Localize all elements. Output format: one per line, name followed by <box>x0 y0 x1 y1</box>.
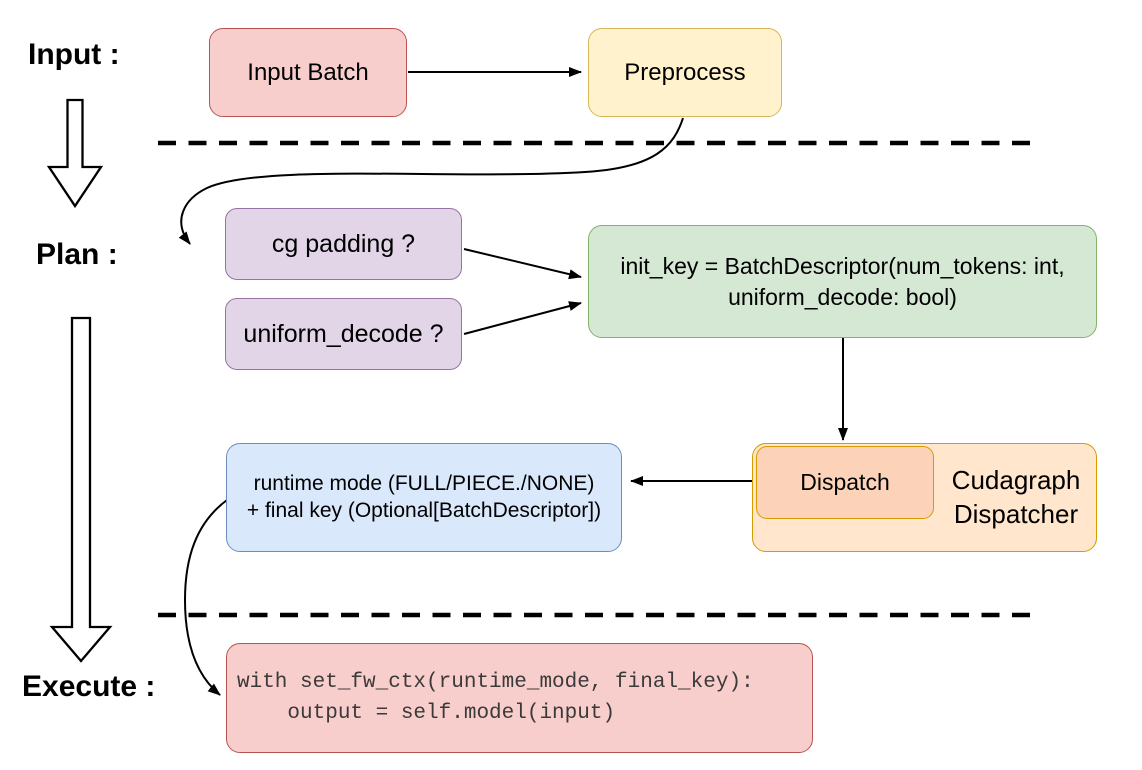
node-init-key-line2: uniform_decode: bool) <box>728 283 957 310</box>
node-uniform-decode: uniform_decode ? <box>225 298 462 370</box>
stage-label-plan: Plan : <box>36 238 118 271</box>
node-dispatch-label: Dispatch <box>800 469 890 495</box>
node-cudagraph-dispatcher-label: Cudagraph Dispatcher <box>934 444 1098 551</box>
node-cudagraph-dispatcher: Dispatch Cudagraph Dispatcher <box>752 443 1097 552</box>
node-execute-code: with set_fw_ctx(runtime_mode, final_key)… <box>226 643 813 753</box>
node-input-batch: Input Batch <box>209 28 407 117</box>
execute-code-line2: output = self.model(input) <box>237 702 616 725</box>
stage-label-execute: Execute : <box>22 670 156 703</box>
stage-label-input: Input : <box>28 38 120 71</box>
node-preprocess-label: Preprocess <box>624 58 746 86</box>
node-runtime-result: runtime mode (FULL/PIECE./NONE) + final … <box>226 443 622 552</box>
stage-arrow-plan-to-execute-icon <box>49 316 113 663</box>
node-init-key-line1: init_key = BatchDescriptor(num_tokens: i… <box>620 252 1065 279</box>
node-input-batch-label: Input Batch <box>247 58 369 86</box>
connector-uniformdecode-initkey <box>463 301 582 335</box>
node-preprocess: Preprocess <box>588 28 782 117</box>
node-cg-padding: cg padding ? <box>225 208 462 280</box>
node-dispatch: Dispatch <box>756 446 934 519</box>
node-runtime-result-line2: + final key (Optional[BatchDescriptor]) <box>246 498 602 522</box>
node-uniform-decode-label: uniform_decode ? <box>243 319 444 348</box>
stage-arrow-input-to-plan-icon <box>46 98 104 209</box>
cudagraph-line2: Dispatcher <box>953 498 1079 529</box>
execute-code-line1: with set_fw_ctx(runtime_mode, final_key)… <box>237 670 754 694</box>
node-cg-padding-label: cg padding ? <box>271 229 416 258</box>
connector-preprocess-cgpadding <box>178 117 684 245</box>
node-runtime-result-line1: runtime mode (FULL/PIECE./NONE) <box>253 472 595 496</box>
connector-runtimeresult-executecode <box>183 499 228 696</box>
cudagraph-line1: Cudagraph <box>951 465 1081 496</box>
node-init-key: init_key = BatchDescriptor(num_tokens: i… <box>588 225 1097 338</box>
connector-cgpadding-initkey <box>463 248 582 280</box>
